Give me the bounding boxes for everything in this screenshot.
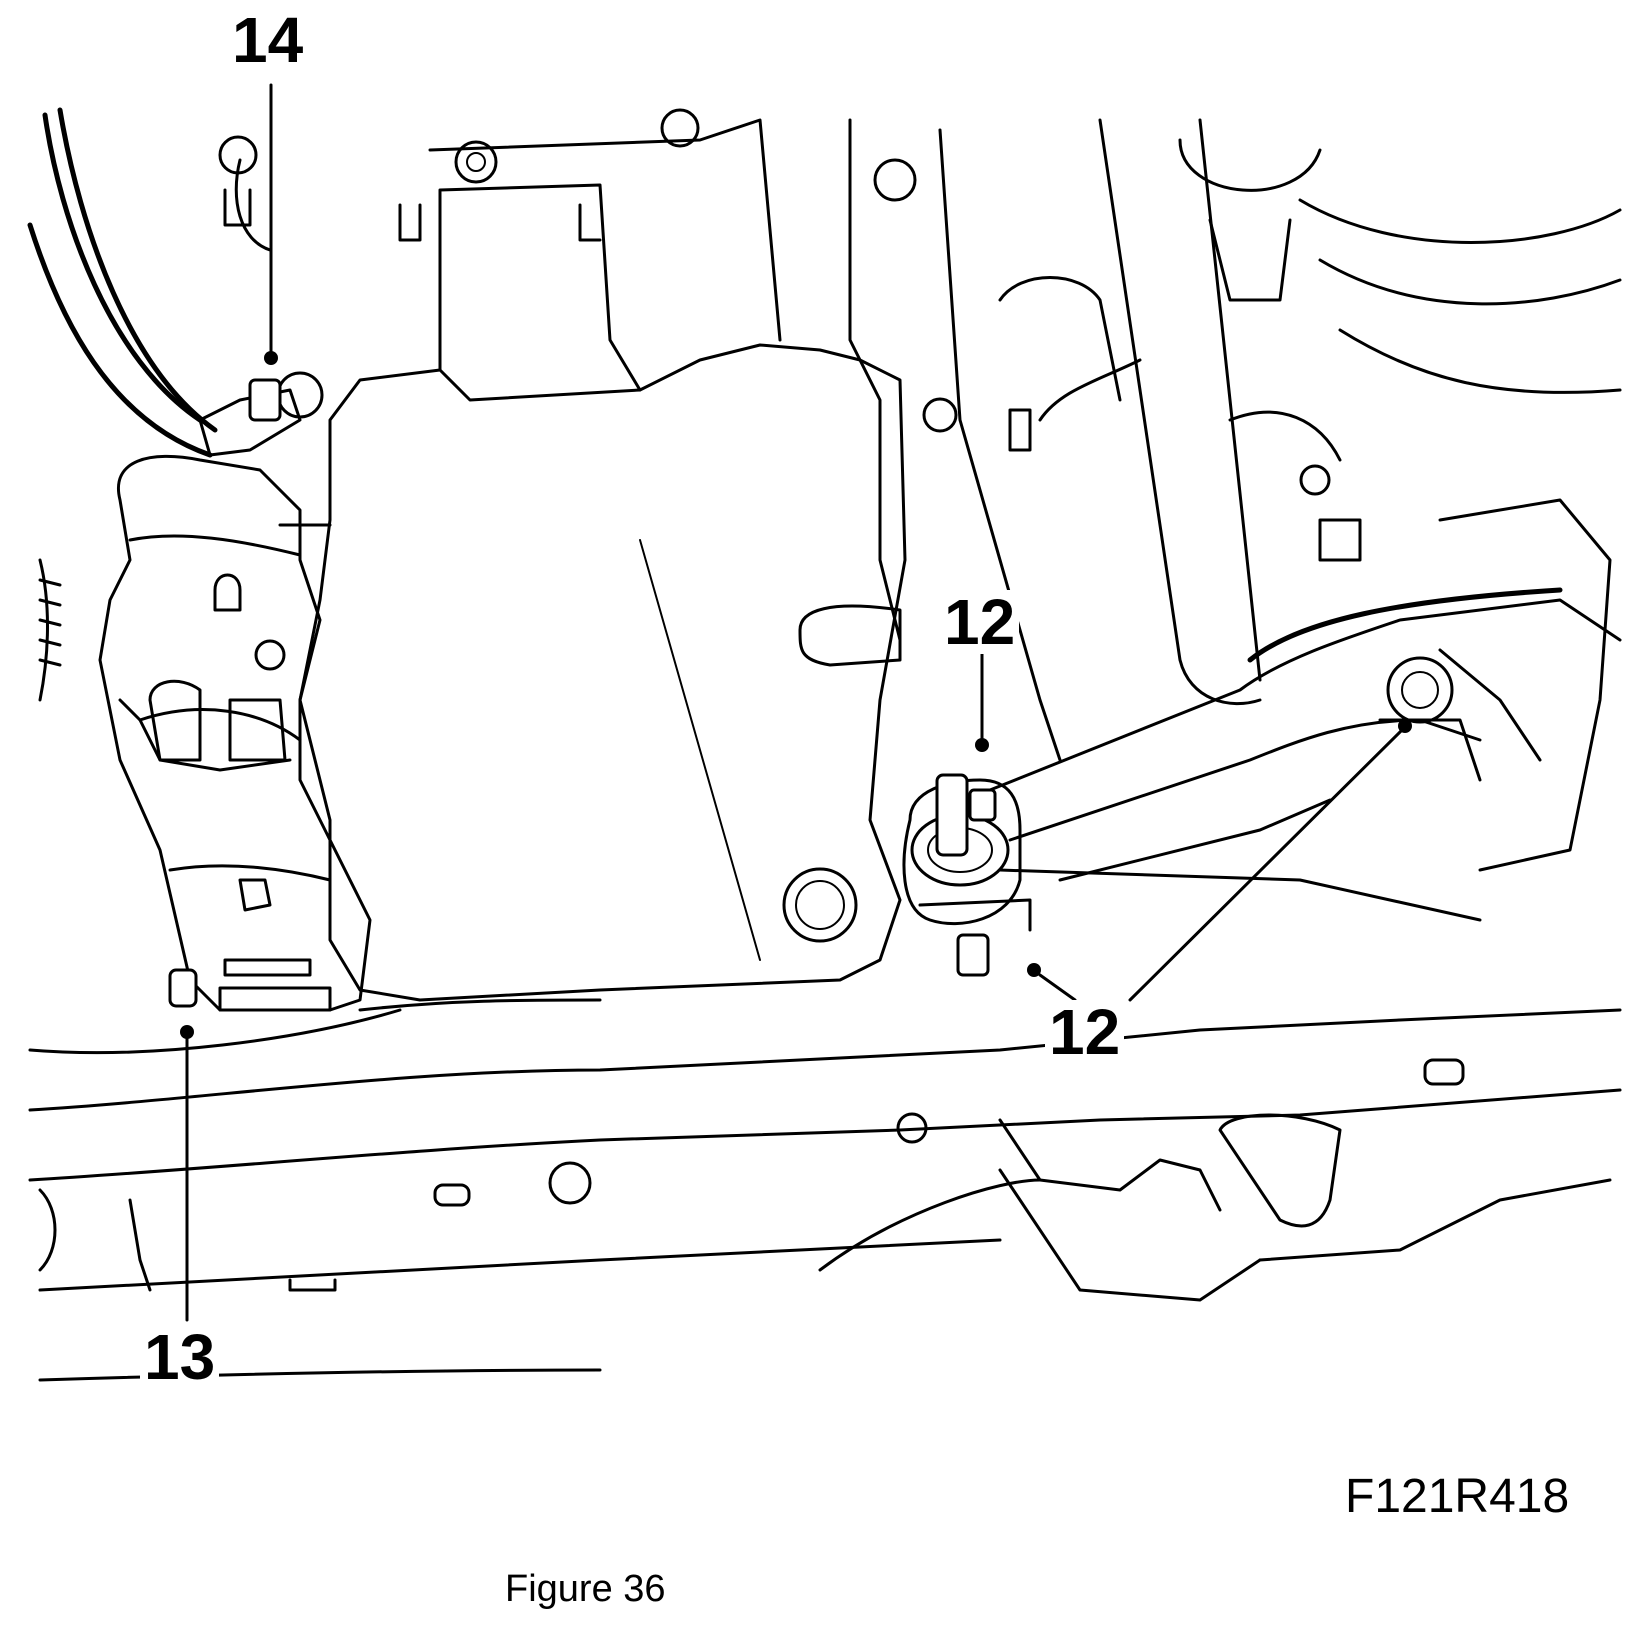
- control-arm: [988, 587, 1622, 922]
- figure-code: F121R418: [1345, 1470, 1570, 1523]
- callout-14: 14: [228, 8, 308, 72]
- figure-caption: Figure 36: [505, 1568, 666, 1610]
- transmission-housing: [218, 108, 907, 1002]
- left-mount-bracket: [98, 454, 372, 1012]
- subframe-crossmember: [28, 867, 1622, 1382]
- right-engine-components: [798, 118, 1622, 872]
- callout-leaders: [180, 83, 1412, 1322]
- callout-12-upper: 12: [940, 590, 1020, 654]
- callout-13: 13: [140, 1325, 220, 1389]
- wiring-harness: [27, 107, 324, 702]
- ball-joint: [902, 773, 1032, 977]
- callout-12-lower: 12: [1045, 1000, 1125, 1064]
